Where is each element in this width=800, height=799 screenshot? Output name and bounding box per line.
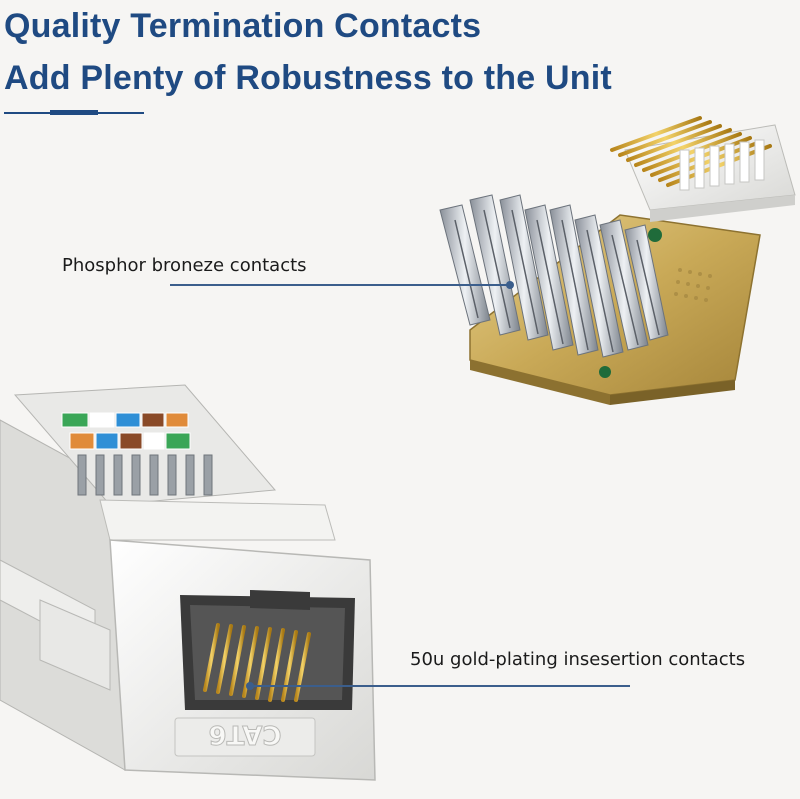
callout-dot-bottom: [246, 682, 254, 690]
keystone-jack: CAT6: [0, 384, 376, 781]
callout-dot-top: [506, 281, 514, 289]
title-underline-accent: [50, 110, 98, 115]
contact-assembly: [439, 116, 796, 405]
callout-gold-plating-contacts: 50u gold-plating insesertion contacts: [410, 649, 746, 670]
title-line-2: Add Plenty of Robustness to the Unit: [4, 59, 612, 97]
callout-leader-top: [170, 284, 510, 286]
title-line-1: Quality Termination Contacts: [4, 7, 482, 45]
page-title: Quality Termination Contacts Add Plenty …: [4, 0, 612, 104]
jack-marking: CAT6: [208, 719, 281, 749]
callout-phosphor-bronze-contacts: Phosphor broneze contacts: [62, 255, 307, 276]
callout-leader-bottom: [250, 685, 630, 687]
